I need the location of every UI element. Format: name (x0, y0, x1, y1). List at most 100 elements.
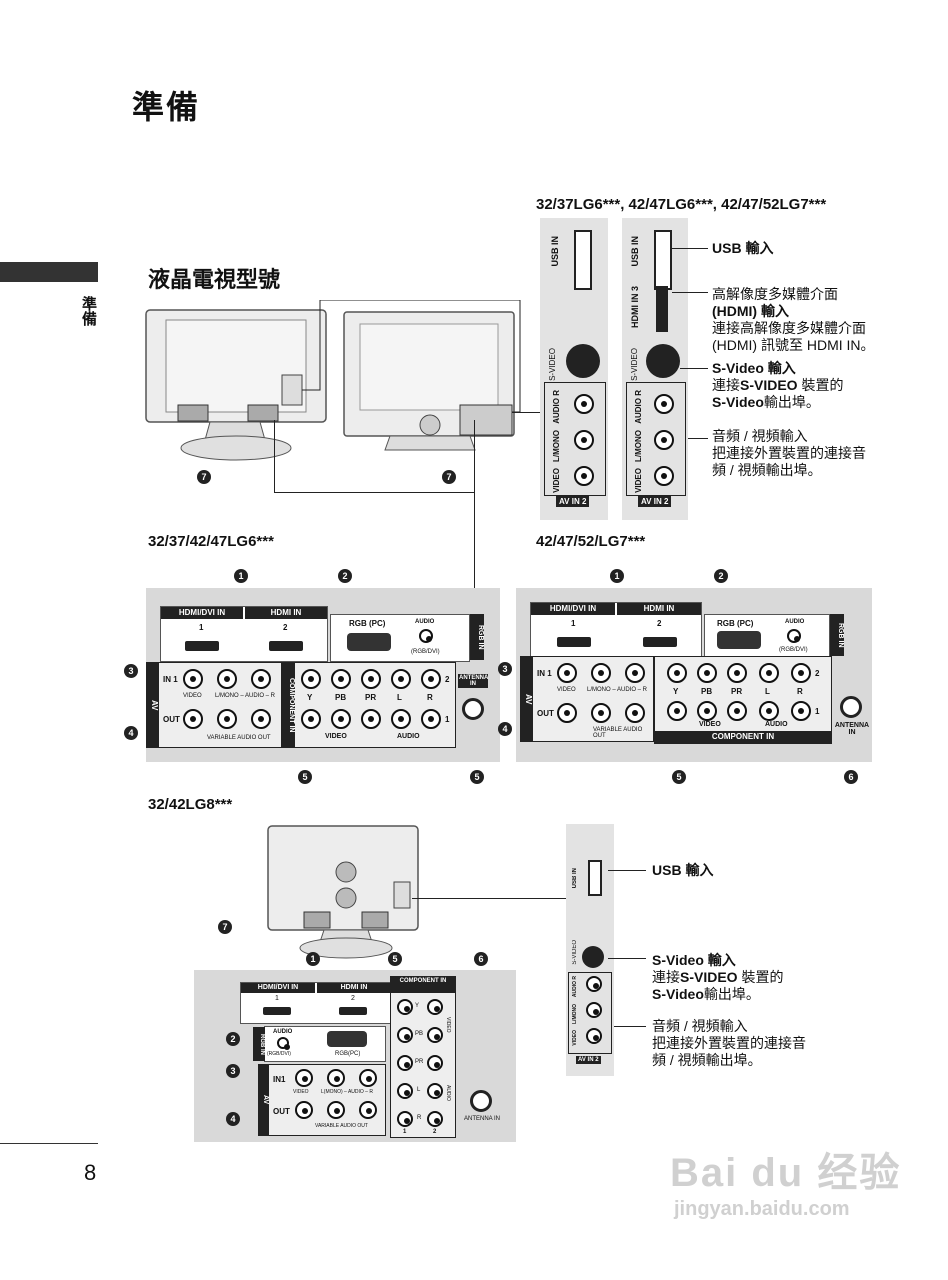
svideo-desc-line: S-Video輸出埠。 (712, 394, 843, 411)
audio-rgb-jack[interactable] (277, 1037, 290, 1050)
av-out-video-jack[interactable] (557, 703, 577, 723)
audio-r-jack[interactable] (654, 394, 674, 414)
usb-port[interactable] (654, 230, 672, 290)
comp1-pb-jack[interactable] (331, 709, 351, 729)
comp-video-label: VIDEO (699, 721, 721, 728)
av-in1-audio-l-jack[interactable] (591, 663, 611, 683)
av-in1-audio-l-jack[interactable] (217, 669, 237, 689)
comp1-r-jack[interactable] (397, 1111, 413, 1127)
comp2-r-jack[interactable] (421, 669, 441, 689)
comp1-pr-jack[interactable] (361, 709, 381, 729)
hdmi-in-label: HDMI IN (617, 603, 701, 615)
av-in1-video-jack[interactable] (295, 1069, 313, 1087)
comp1-y-jack[interactable] (667, 701, 687, 721)
video-jack[interactable] (586, 1028, 602, 1044)
comp2-l-jack[interactable] (427, 1083, 443, 1099)
comp1-pr-jack[interactable] (727, 701, 747, 721)
l-mono-audio-r-label: L/MONO – AUDIO – R (215, 693, 276, 699)
antenna-in-port[interactable] (840, 696, 862, 718)
rgb-pc-port[interactable] (327, 1031, 367, 1047)
side-panel-b: USB IN HDMI IN 3 S-VIDEO AUDIO R L/MONO … (622, 218, 688, 520)
comp1-r-jack[interactable] (791, 701, 811, 721)
comp1-pb-jack[interactable] (697, 701, 717, 721)
comp1-pr-jack[interactable] (397, 1055, 413, 1071)
antenna-in-label: ANTENNA IN (834, 722, 870, 736)
footer-rule (0, 1143, 98, 1144)
av-in1-audio-r-jack[interactable] (625, 663, 645, 683)
s-video-port[interactable] (646, 344, 680, 378)
usb-desc: USB 輸入 (652, 862, 714, 878)
video-label: VIDEO (634, 468, 643, 493)
av-out-audio-r-jack[interactable] (359, 1101, 377, 1119)
comp2-l-jack[interactable] (759, 663, 779, 683)
hdmi-2-port[interactable] (339, 1007, 367, 1015)
comp2-pb-jack[interactable] (427, 1027, 443, 1043)
rgb-pc-port[interactable] (717, 631, 761, 649)
av-out-audio-l-jack[interactable] (217, 709, 237, 729)
comp2-pb-jack[interactable] (697, 663, 717, 683)
pr-label: PR (415, 1059, 424, 1065)
av-in1-audio-r-jack[interactable] (359, 1069, 377, 1087)
usb-port[interactable] (588, 860, 602, 896)
av-out-audio-r-jack[interactable] (251, 709, 271, 729)
hdmi-2-port[interactable] (269, 641, 303, 651)
antenna-in-port[interactable] (462, 698, 484, 720)
comp1-y-jack[interactable] (397, 999, 413, 1015)
callout-4: 4 (226, 1112, 240, 1126)
av-out-audio-l-jack[interactable] (327, 1101, 345, 1119)
comp1-l-jack[interactable] (391, 709, 411, 729)
pb-label: PB (415, 1031, 424, 1037)
comp2-y-jack[interactable] (667, 663, 687, 683)
model-lg8-heading: 32/42LG8*** (148, 796, 233, 813)
audio-l-jack[interactable] (574, 430, 594, 450)
av-out-audio-r-jack[interactable] (625, 703, 645, 723)
comp2-y-jack[interactable] (427, 999, 443, 1015)
r-label: R (797, 687, 803, 696)
av-in1-audio-r-jack[interactable] (251, 669, 271, 689)
s-video-port[interactable] (582, 946, 604, 968)
audio-r-jack[interactable] (574, 394, 594, 414)
svideo-text: 連接 (712, 377, 740, 393)
av-out-audio-l-jack[interactable] (591, 703, 611, 723)
av-in1-video-jack[interactable] (557, 663, 577, 683)
comp1-l-jack[interactable] (759, 701, 779, 721)
av-in1-video-jack[interactable] (183, 669, 203, 689)
comp2-pr-jack[interactable] (727, 663, 747, 683)
audio-rgb-jack[interactable] (787, 629, 801, 643)
hdmi-in-3-port[interactable] (656, 286, 668, 332)
component-group: COMPONENT IN 2 Y PB PR L R 1 VIDEO AUDIO (282, 662, 456, 748)
comp2-pr-jack[interactable] (361, 669, 381, 689)
av-label: AV (259, 1065, 269, 1135)
hdmi-1-port[interactable] (557, 637, 591, 647)
video-jack[interactable] (574, 466, 594, 486)
av-in1-audio-l-jack[interactable] (327, 1069, 345, 1087)
rgb-pc-port[interactable] (347, 633, 391, 651)
audio-l-jack[interactable] (586, 1002, 602, 1018)
comp1-y-jack[interactable] (301, 709, 321, 729)
svideo-text: S-VIDEO (680, 969, 738, 985)
video-jack[interactable] (654, 466, 674, 486)
antenna-in-port[interactable] (470, 1090, 492, 1112)
audio-r-jack[interactable] (586, 976, 602, 992)
comp1-l-jack[interactable] (397, 1083, 413, 1099)
comp2-r-jack[interactable] (791, 663, 811, 683)
comp2-l-jack[interactable] (391, 669, 411, 689)
comp1-r-jack[interactable] (421, 709, 441, 729)
usb-port[interactable] (574, 230, 592, 290)
comp2-y-jack[interactable] (301, 669, 321, 689)
av-out-video-jack[interactable] (295, 1101, 313, 1119)
comp2-pb-jack[interactable] (331, 669, 351, 689)
comp1-pb-jack[interactable] (397, 1027, 413, 1043)
hdmi-2-port[interactable] (643, 637, 677, 647)
s-video-port[interactable] (566, 344, 600, 378)
av-group-box (626, 382, 686, 496)
hdmi-1-port[interactable] (263, 1007, 291, 1015)
hdmi-1-port[interactable] (185, 641, 219, 651)
audio-l-jack[interactable] (654, 430, 674, 450)
l-mono-label: L/MONO (552, 430, 561, 462)
comp2-pr-jack[interactable] (427, 1055, 443, 1071)
audio-rgb-jack[interactable] (419, 629, 433, 643)
comp2-r-jack[interactable] (427, 1111, 443, 1127)
svideo-text: 連接 (652, 969, 680, 985)
av-out-video-jack[interactable] (183, 709, 203, 729)
